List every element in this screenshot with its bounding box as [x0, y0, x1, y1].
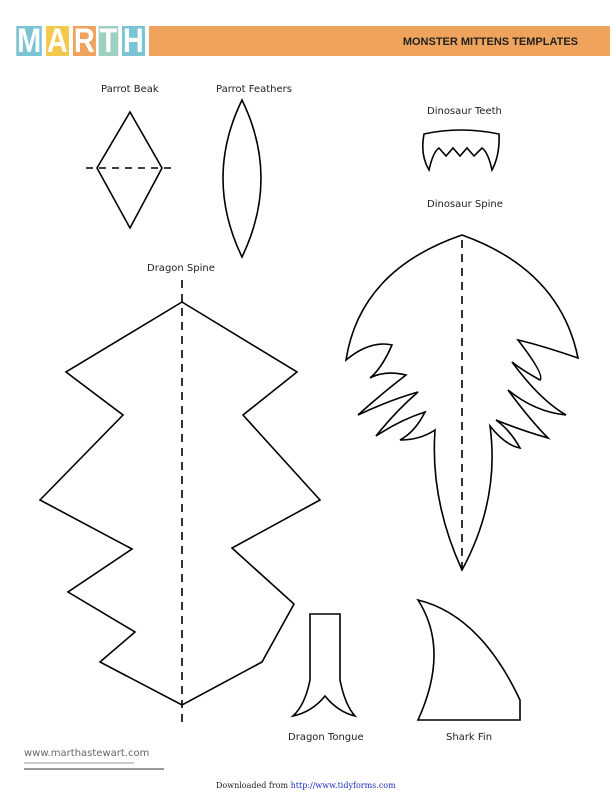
label-dragon-spine: Dragon Spine — [147, 263, 215, 274]
header-banner — [150, 26, 610, 56]
parrot-feathers-template — [222, 98, 262, 259]
label-parrot-feathers: Parrot Feathers — [216, 84, 292, 95]
page-title: MONSTER MITTENS TEMPLATES — [402, 36, 578, 48]
logo-letter: H — [122, 22, 145, 60]
shark-fin-template — [416, 598, 521, 721]
logo-letter: A — [46, 22, 69, 60]
footer-fineprint — [24, 768, 164, 770]
downloaded-prefix: Downloaded from — [216, 781, 289, 790]
parrot-beak-template — [86, 110, 172, 230]
footer-website: www.marthastewart.com — [24, 748, 150, 759]
dragon-tongue-template — [290, 613, 358, 718]
label-dragon-tongue: Dragon Tongue — [288, 732, 364, 743]
downloaded-from: Downloaded from http://www.tidyforms.com — [216, 781, 396, 790]
label-parrot-beak: Parrot Beak — [101, 84, 159, 95]
label-shark-fin: Shark Fin — [446, 732, 493, 743]
dinosaur-teeth-template — [422, 129, 500, 173]
label-dinosaur-spine: Dinosaur Spine — [427, 199, 503, 210]
logo-letter: T — [99, 22, 119, 60]
downloaded-link[interactable]: http://www.tidyforms.com — [290, 781, 396, 790]
footer-fineprint — [24, 762, 134, 764]
dinosaur-spine-template — [344, 234, 580, 572]
label-dinosaur-teeth: Dinosaur Teeth — [427, 106, 502, 117]
dragon-spine-template — [38, 280, 322, 725]
logo-letter: R — [72, 22, 96, 60]
logo-letter: M — [16, 22, 43, 60]
